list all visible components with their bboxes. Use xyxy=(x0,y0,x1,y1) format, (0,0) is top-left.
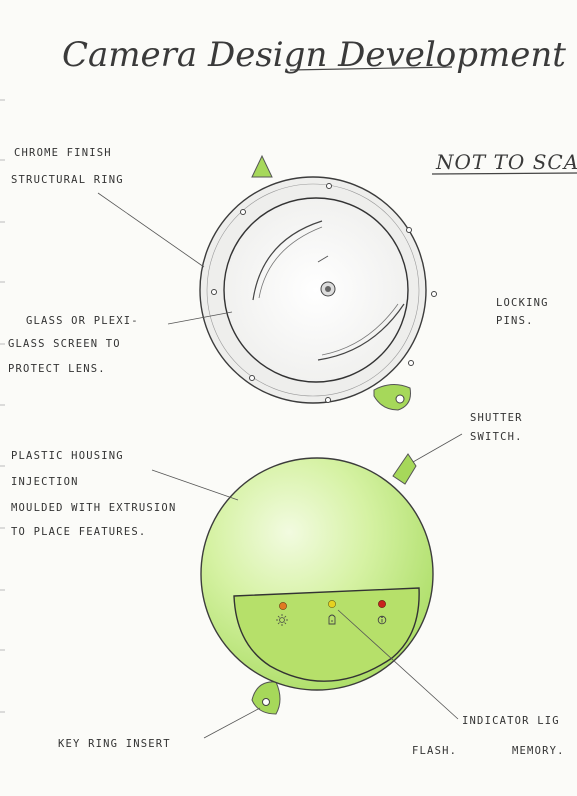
lens-centre xyxy=(325,286,331,292)
label-chrome-finish: CHROME FINISH xyxy=(14,147,112,159)
leader-chrome-ring xyxy=(98,193,204,267)
camera-back-view xyxy=(201,454,433,714)
label-housing-3: MOULDED WITH EXTRUSION xyxy=(11,502,176,514)
leader-key-ring xyxy=(204,708,260,738)
glass-screen xyxy=(224,198,408,382)
locking-pin-bottom xyxy=(374,384,411,410)
label-housing-2: INJECTION xyxy=(11,476,79,488)
label-glass-2: GLASS SCREEN TO xyxy=(8,338,121,350)
label-key-ring: KEY RING INSERT xyxy=(58,738,171,750)
key-ring-insert xyxy=(252,682,280,714)
locking-pin-top xyxy=(252,156,272,177)
label-locking-2: PINS. xyxy=(496,315,534,327)
camera-front-view xyxy=(200,156,437,410)
label-indicator: INDICATOR LIG xyxy=(462,715,560,727)
shutter-switch xyxy=(393,454,416,484)
leader-shutter xyxy=(413,434,462,462)
label-shutter-1: SHUTTER xyxy=(470,412,523,424)
leader-housing xyxy=(152,470,238,500)
status-led xyxy=(328,600,335,607)
label-flash: FLASH. xyxy=(412,745,457,757)
label-structural-ring: STRUCTURAL RING xyxy=(11,174,124,186)
scale-note: NOT TO SCALE xyxy=(435,150,577,174)
label-glass-1: GLASS OR PLEXI- xyxy=(26,315,139,327)
flash-led xyxy=(279,602,286,609)
memory-led xyxy=(378,600,385,607)
label-shutter-2: SWITCH. xyxy=(470,431,523,443)
key-ring-hole xyxy=(263,699,270,706)
label-housing-4: TO PLACE FEATURES. xyxy=(11,526,146,538)
label-memory: MEMORY. xyxy=(512,745,565,757)
label-locking-1: LOCKING xyxy=(496,297,549,309)
margin-ticks xyxy=(0,100,5,712)
label-glass-3: PROTECT LENS. xyxy=(8,363,106,375)
locking-pin-hole xyxy=(396,395,404,403)
label-housing-1: PLASTIC HOUSING xyxy=(11,450,124,462)
